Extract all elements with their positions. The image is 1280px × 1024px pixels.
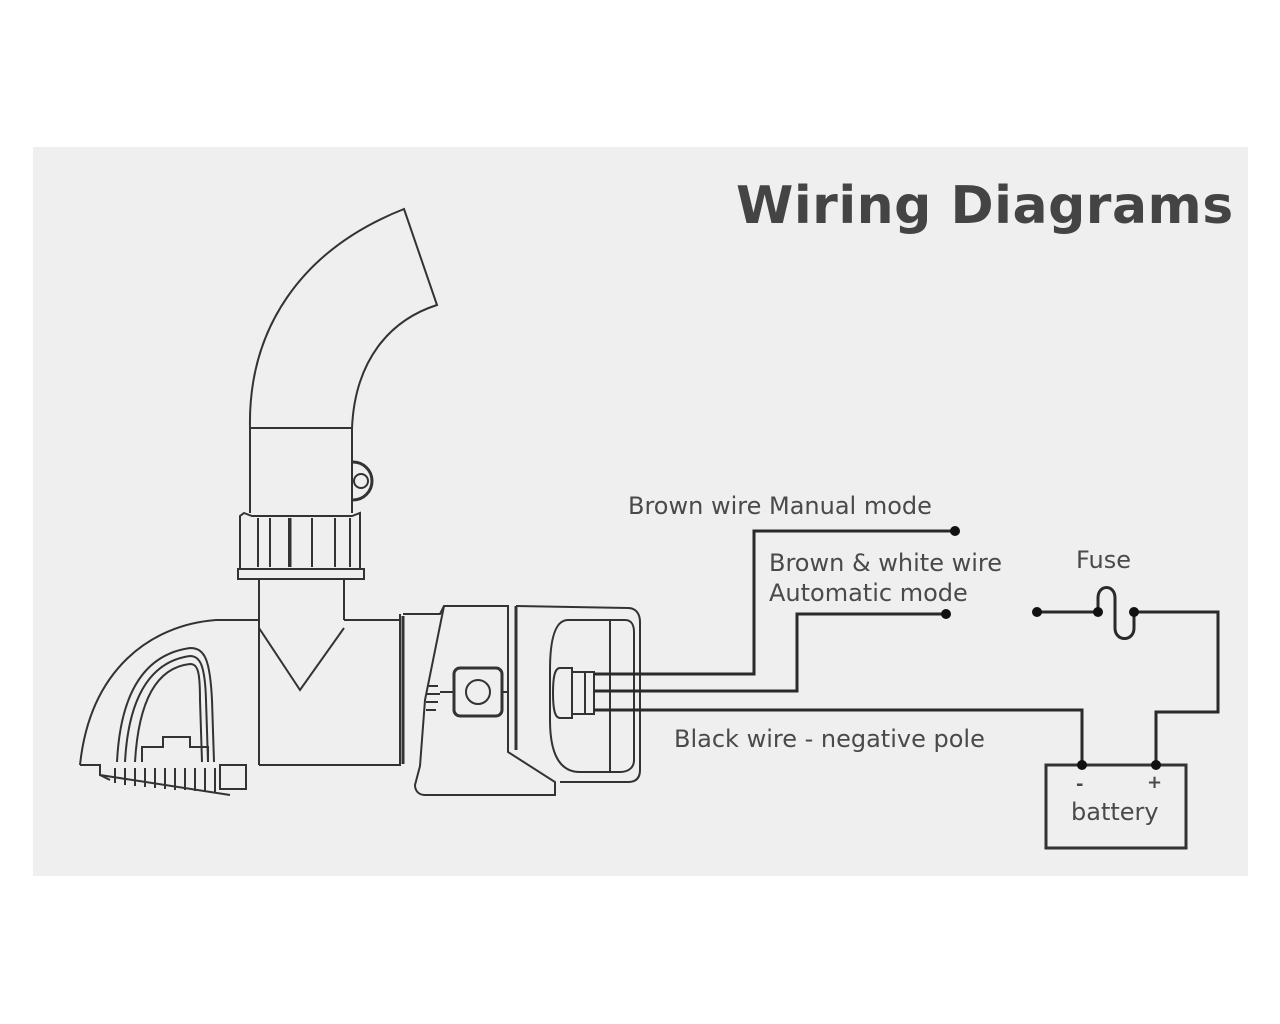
brown-wire-manual — [594, 526, 960, 676]
knurled-nut — [237, 511, 365, 580]
battery-negative-sign: - — [1076, 774, 1084, 795]
page-title: Wiring Diagrams — [736, 176, 1234, 236]
manual-terminal — [950, 526, 960, 536]
manual-mode-label: Brown wire Manual mode — [628, 492, 932, 520]
black-wire-label: Black wire - negative pole — [674, 725, 985, 753]
fuse-symbol — [1032, 586, 1220, 764]
fuse-label: Fuse — [1076, 546, 1131, 574]
battery-positive-terminal — [1151, 760, 1161, 770]
black-wire-negative — [594, 708, 1084, 764]
pump-outlet-hose — [248, 207, 439, 513]
auto-mode-label-line2: Automatic mode — [769, 579, 968, 607]
cable-gland — [551, 667, 595, 719]
intake-housing — [79, 619, 247, 796]
auto-terminal — [941, 609, 951, 619]
check-valve-knob — [352, 460, 374, 502]
battery-positive-sign: + — [1147, 772, 1163, 793]
battery-negative-terminal — [1077, 760, 1087, 770]
motor-housing — [399, 605, 641, 796]
pump-body — [216, 579, 400, 766]
brown-white-wire-auto — [594, 609, 951, 693]
battery-symbol — [1044, 760, 1188, 850]
battery-label: battery — [1071, 798, 1159, 826]
auto-mode-label-line1: Brown & white wire — [769, 549, 1003, 577]
